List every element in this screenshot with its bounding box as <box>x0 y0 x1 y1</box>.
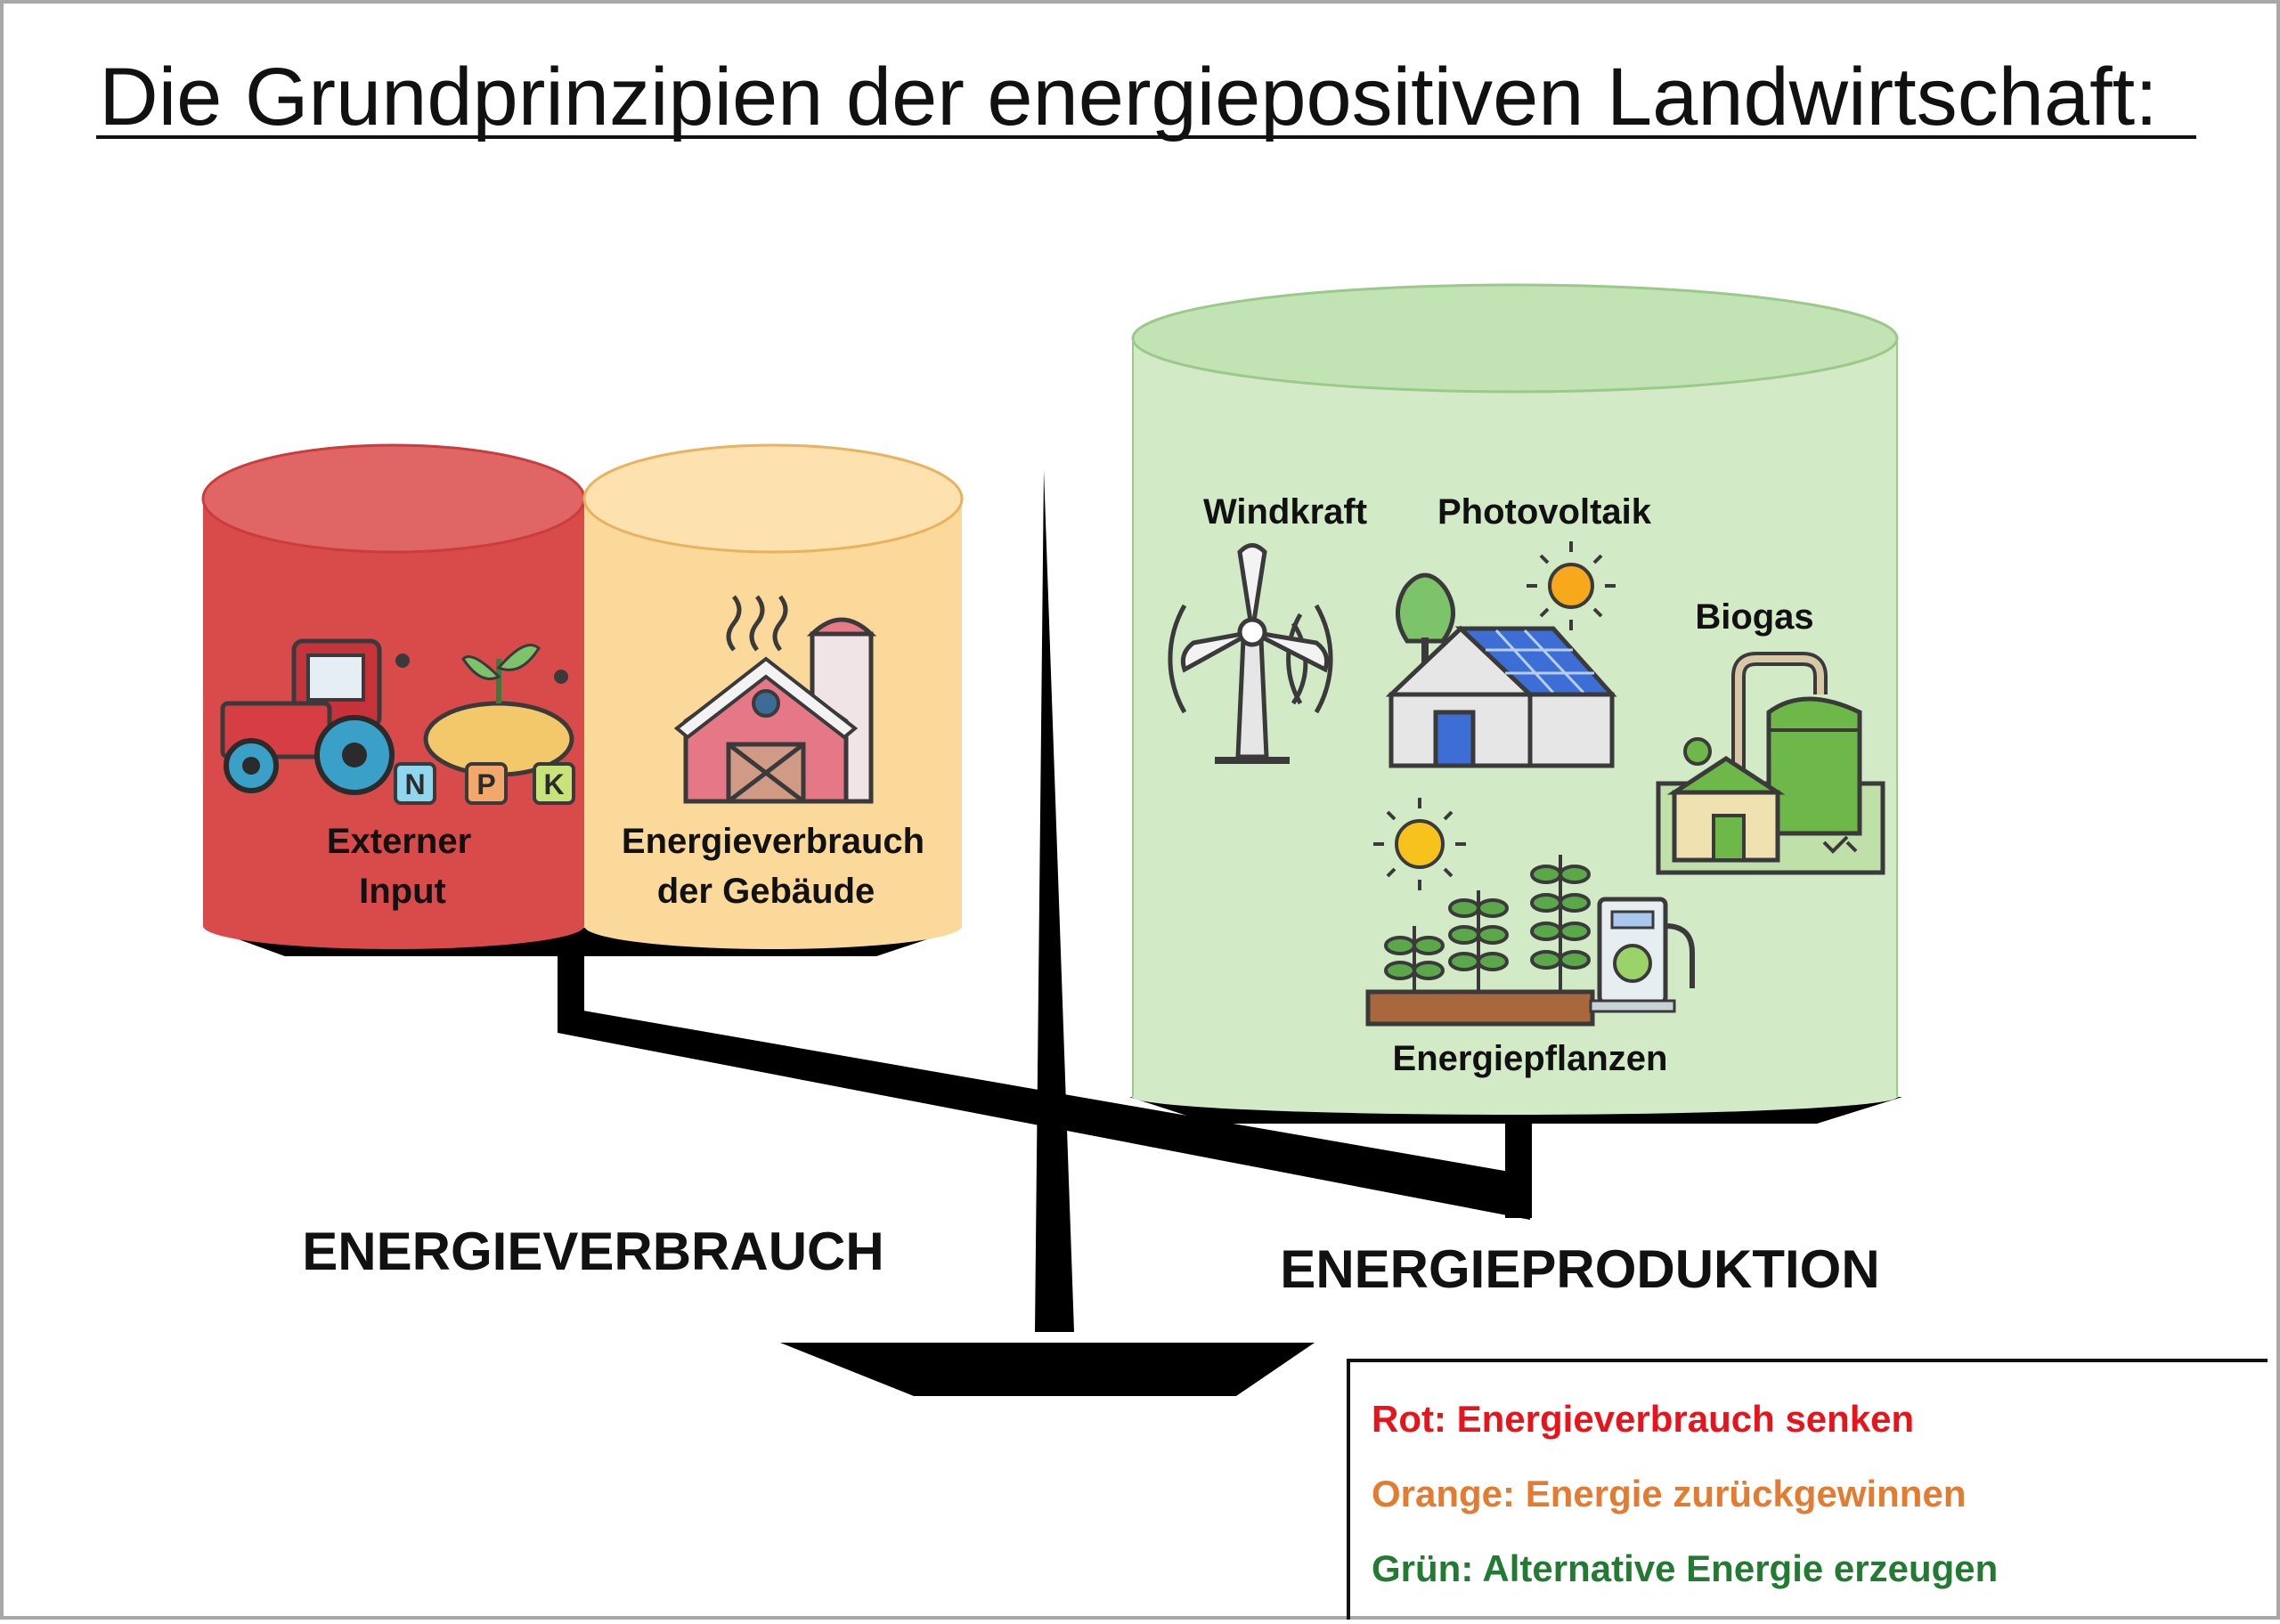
heading-energieproduktion: ENERGIEPRODUKTION <box>1280 1239 1879 1299</box>
item-label-windkraft: Windkraft <box>1203 492 1367 532</box>
svg-text:K: K <box>543 768 564 800</box>
container-externer-input: N P K Externer Input <box>201 443 586 949</box>
legend-box: Rot: Energieverbrauch senken Orange: Ene… <box>1347 1359 2268 1620</box>
red-cylinder-top <box>201 443 586 554</box>
container-label-line2: Input <box>359 872 446 911</box>
energy-crops-icon <box>1365 798 1695 1027</box>
scale-beam <box>558 1006 1530 1220</box>
item-label-photovoltaik: Photovoltaik <box>1437 492 1652 532</box>
scale-base <box>780 1343 1315 1396</box>
barn-icon <box>673 595 877 804</box>
container-label-line1: Energieverbrauch <box>622 822 924 861</box>
legend-item-orange: Orange: Energie zurückgewinnen <box>1372 1473 1966 1514</box>
page-title: Die Grundprinzipien der energiepositiven… <box>99 52 2158 142</box>
item-label-biogas: Biogas <box>1695 597 1813 637</box>
tractor-npk-icon: N P K <box>220 638 575 805</box>
container-label-line2: der Gebäude <box>657 872 875 911</box>
biogas-plant-icon <box>1656 652 1885 875</box>
container-energieproduktion: Windkraft Photovoltaik Biogas Energiepfl… <box>1131 283 1899 1115</box>
legend-item-green: Grün: Alternative Energie erzeugen <box>1372 1547 1998 1589</box>
item-label-energiepflanzen: Energiepflanzen <box>1393 1039 1668 1078</box>
container-gebaeude: Energieverbrauch der Gebäude <box>582 443 964 949</box>
svg-text:P: P <box>476 768 495 800</box>
container-label-line1: Externer <box>327 822 471 861</box>
svg-text:N: N <box>404 768 425 800</box>
heading-energieverbrauch: ENERGIEVERBRAUCH <box>302 1222 884 1281</box>
legend-item-red: Rot: Energieverbrauch senken <box>1372 1398 1914 1440</box>
solar-house-icon <box>1385 541 1617 768</box>
wind-turbine-icon <box>1168 543 1333 764</box>
green-cylinder-top <box>1131 283 1899 394</box>
orange-cylinder-top <box>582 443 964 554</box>
